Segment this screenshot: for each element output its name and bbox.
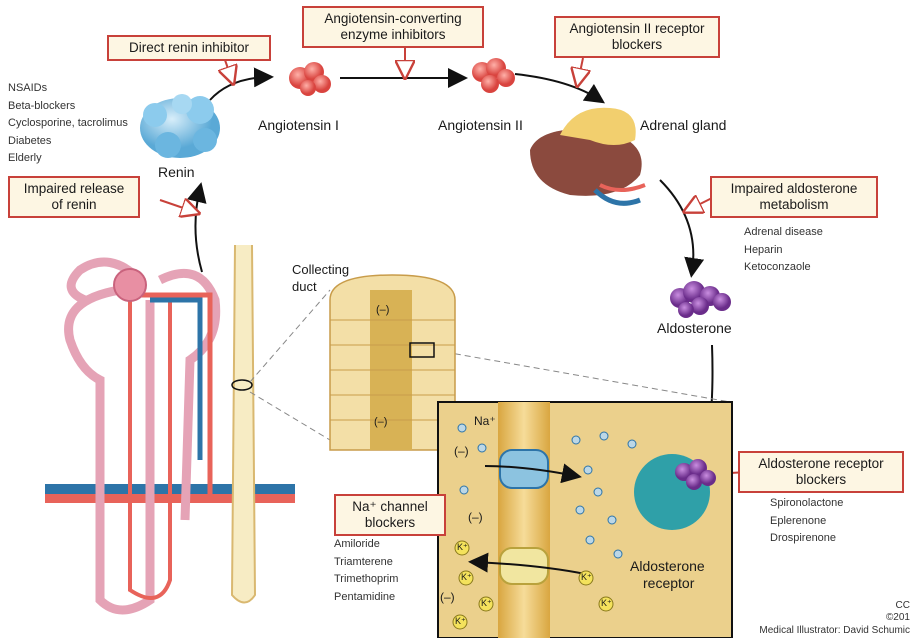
k-ion-label-6: K⁺ bbox=[601, 598, 612, 609]
adrenal-gland-label: Adrenal gland bbox=[640, 117, 726, 133]
collecting-duct-section bbox=[330, 275, 455, 450]
impaired-aldo-metabolism-line-1: Impaired aldosterone bbox=[718, 181, 870, 197]
arb-line-2: blockers bbox=[562, 37, 712, 53]
list-item: NSAIDs bbox=[8, 80, 128, 98]
aldo-metabolism-causes-list: Adrenal disease Heparin Ketoconzaole bbox=[744, 224, 823, 277]
ace-inhibitors-callout: Angiotensin-converting enzyme inhibitors bbox=[302, 6, 484, 48]
list-item: Spironolactone bbox=[770, 495, 843, 513]
list-item: Triamterene bbox=[334, 554, 398, 572]
aldo-receptor-blockers-line-2: blockers bbox=[746, 472, 896, 488]
aldosterone-receptor-label-line-2: receptor bbox=[643, 575, 694, 591]
direct-renin-inhibitor-label: Direct renin inhibitor bbox=[115, 40, 263, 56]
aldosterone-molecule bbox=[670, 281, 731, 318]
adrenal-to-aldosterone-arrow bbox=[660, 180, 693, 272]
na-channel-blockers-callout: Na⁺ channel blockers bbox=[334, 494, 446, 536]
list-item: Pentamidine bbox=[334, 589, 398, 607]
k-ion-label-5: K⁺ bbox=[581, 572, 592, 583]
na-channel-blockers-line-1: Na⁺ channel bbox=[342, 499, 438, 515]
renin-to-angiotensin1-arrow bbox=[210, 77, 268, 100]
list-item: Amiloride bbox=[334, 536, 398, 554]
membrane-charge-label-1: (–) bbox=[454, 444, 469, 458]
collecting-duct-label-line-2: duct bbox=[292, 279, 317, 294]
arb-callout: Angiotensin II receptor blockers bbox=[554, 16, 720, 58]
arb-line-1: Angiotensin II receptor bbox=[562, 21, 712, 37]
renin-release-pointer bbox=[160, 200, 195, 212]
impaired-renin-release-callout: Impaired release of renin bbox=[8, 176, 140, 218]
ace-inhibitors-line-1: Angiotensin-converting bbox=[310, 11, 476, 27]
na-channel-blockers-line-2: blockers bbox=[342, 515, 438, 531]
ace-inhibitors-line-2: enzyme inhibitors bbox=[310, 27, 476, 43]
aldosterone-label: Aldosterone bbox=[657, 320, 732, 336]
aldosterone-receptor-label-line-1: Aldosterone bbox=[630, 558, 705, 574]
illustrator-credit: Medical Illustrator: David Schumic bbox=[759, 625, 910, 636]
impaired-aldo-metabolism-callout: Impaired aldosterone metabolism bbox=[710, 176, 878, 218]
list-item: Diabetes bbox=[8, 133, 128, 151]
k-ion-label-4: K⁺ bbox=[455, 616, 466, 627]
list-item: Heparin bbox=[744, 242, 823, 260]
angiotensin1-molecule bbox=[289, 62, 331, 96]
k-ion-label-2: K⁺ bbox=[461, 572, 472, 583]
list-item: Trimethoprim bbox=[334, 571, 398, 589]
aldo-receptor-blockers-callout: Aldosterone receptor blockers bbox=[738, 451, 904, 493]
renin-inhibitor-pointer bbox=[225, 60, 232, 80]
list-item: Elderly bbox=[8, 150, 128, 168]
arb-pointer bbox=[578, 58, 583, 82]
adrenal-gland-illustration bbox=[530, 108, 645, 204]
copyright-mark-2: ©201 bbox=[886, 612, 910, 623]
list-item: Adrenal disease bbox=[744, 224, 823, 242]
list-item: Ketoconzaole bbox=[744, 259, 823, 277]
duct-charge-label-2: (–) bbox=[374, 416, 387, 428]
collecting-duct-label-line-1: Collecting bbox=[292, 262, 349, 277]
renin-molecule bbox=[140, 94, 220, 158]
k-ion-label-1: K⁺ bbox=[457, 542, 468, 553]
direct-renin-inhibitor-callout: Direct renin inhibitor bbox=[107, 35, 271, 61]
kidney-to-renin-arrow bbox=[195, 188, 202, 272]
membrane-charge-label-3: (–) bbox=[440, 590, 455, 604]
k-ion-label-3: K⁺ bbox=[481, 598, 492, 609]
angiotensin2-to-adrenal-arrow bbox=[515, 74, 600, 100]
angiotensin-2-label: Angiotensin II bbox=[438, 117, 523, 133]
renin-release-causes-list: NSAIDs Beta-blockers Cyclosporine, tacro… bbox=[8, 80, 128, 168]
duct-charge-label-1: (–) bbox=[376, 304, 389, 316]
aldo-metabolism-pointer bbox=[688, 198, 712, 210]
angiotensin-1-label: Angiotensin I bbox=[258, 117, 339, 133]
renin-label: Renin bbox=[158, 164, 195, 180]
list-item: Cyclosporine, tacrolimus bbox=[8, 115, 128, 133]
aldo-receptor-blockers-line-1: Aldosterone receptor bbox=[746, 456, 896, 472]
list-item: Beta-blockers bbox=[8, 98, 128, 116]
impaired-renin-release-line-1: Impaired release bbox=[16, 181, 132, 197]
list-item: Drospirenone bbox=[770, 530, 843, 548]
copyright-mark-1: CC bbox=[896, 600, 910, 611]
nephron-illustration bbox=[45, 245, 295, 610]
list-item: Eplerenone bbox=[770, 513, 843, 531]
na-ion-label: Na⁺ bbox=[474, 414, 496, 428]
membrane-charge-label-2: (–) bbox=[468, 510, 483, 524]
impaired-renin-release-line-2: of renin bbox=[16, 197, 132, 213]
na-channel-drugs-list: Amiloride Triamterene Trimethoprim Penta… bbox=[334, 536, 398, 606]
angiotensin2-molecule bbox=[472, 58, 515, 93]
aldo-receptor-drugs-list: Spironolactone Eplerenone Drospirenone bbox=[770, 495, 843, 548]
impaired-aldo-metabolism-line-2: metabolism bbox=[718, 197, 870, 213]
